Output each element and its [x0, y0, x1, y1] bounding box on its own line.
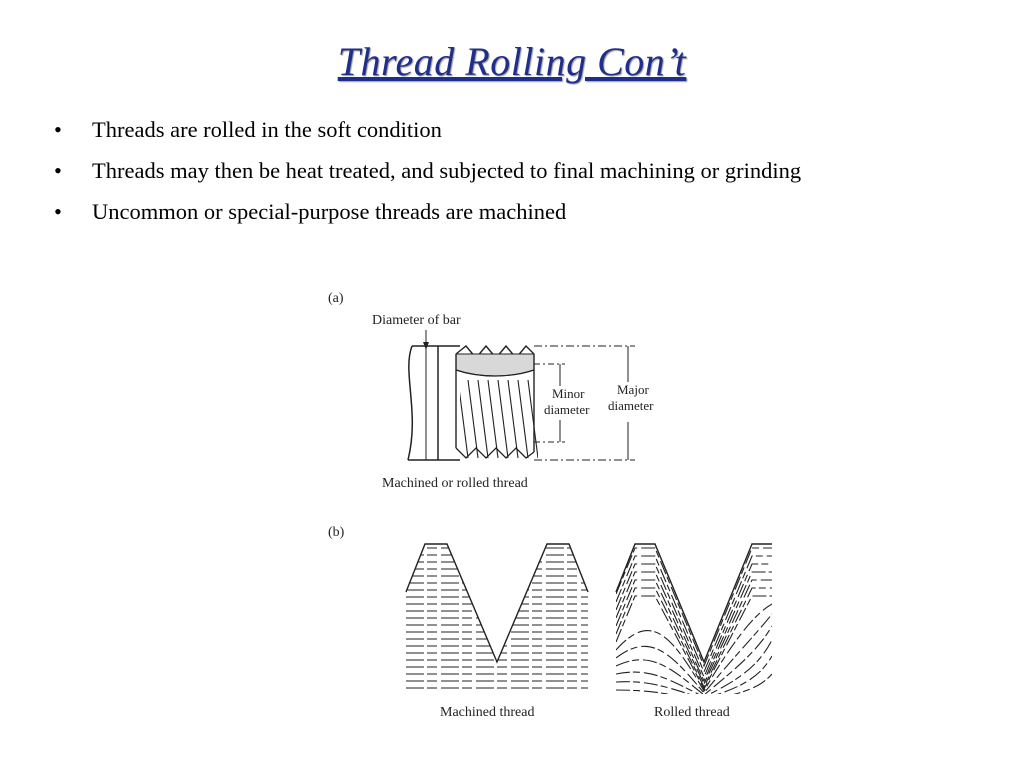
minor-label-bg — [542, 386, 602, 420]
diameter-of-bar-label: Diameter of bar — [372, 313, 461, 328]
bullet-item: • Threads may then be heat treated, and … — [54, 159, 1014, 183]
threaded-section — [455, 344, 538, 459]
bullet-text: Threads are rolled in the soft condition — [92, 117, 442, 142]
minor-diameter-label: diameter — [544, 402, 590, 417]
panel-b: (b) — [328, 525, 772, 720]
machined-thread-caption: Machined thread — [440, 705, 534, 720]
major-diameter-label: Major — [617, 382, 649, 397]
rolled-thread-profile — [615, 543, 772, 664]
bullet-item: • Uncommon or special-purpose threads ar… — [54, 200, 1014, 224]
rolled-thread-caption: Rolled thread — [654, 705, 730, 720]
bar-break-line — [407, 345, 414, 461]
panel-a: (a) Diameter of bar — [328, 291, 662, 491]
major-label-bg — [612, 382, 662, 422]
bullet-text: Uncommon or special-purpose threads are … — [92, 199, 567, 224]
slide-title: Thread Rolling Con’t — [337, 39, 687, 84]
thread-helix-lines — [460, 379, 538, 459]
major-diameter-label: diameter — [608, 398, 654, 413]
bullet-marker: • — [54, 117, 62, 142]
bullet-marker: • — [54, 199, 62, 224]
panel-a-caption: Machined or rolled thread — [382, 476, 528, 491]
panel-a-tag: (a) — [328, 291, 344, 306]
bullet-text: Threads may then be heat treated, and su… — [92, 158, 802, 183]
panel-b-tag: (b) — [328, 525, 345, 540]
bullet-list: • Threads are rolled in the soft conditi… — [54, 118, 1014, 241]
bullet-marker: • — [54, 158, 62, 183]
minor-diameter-edge — [455, 369, 535, 377]
thread-root-profile — [455, 447, 535, 459]
bullet-item: • Threads are rolled in the soft conditi… — [54, 118, 1014, 142]
machined-thread-profile — [405, 543, 589, 664]
minor-diameter-label: Minor — [552, 386, 585, 401]
machined-thread: Machined thread — [405, 543, 589, 720]
rolled-thread: Rolled thread — [615, 543, 772, 720]
thread-diagram: (a) Diameter of bar — [328, 291, 772, 720]
